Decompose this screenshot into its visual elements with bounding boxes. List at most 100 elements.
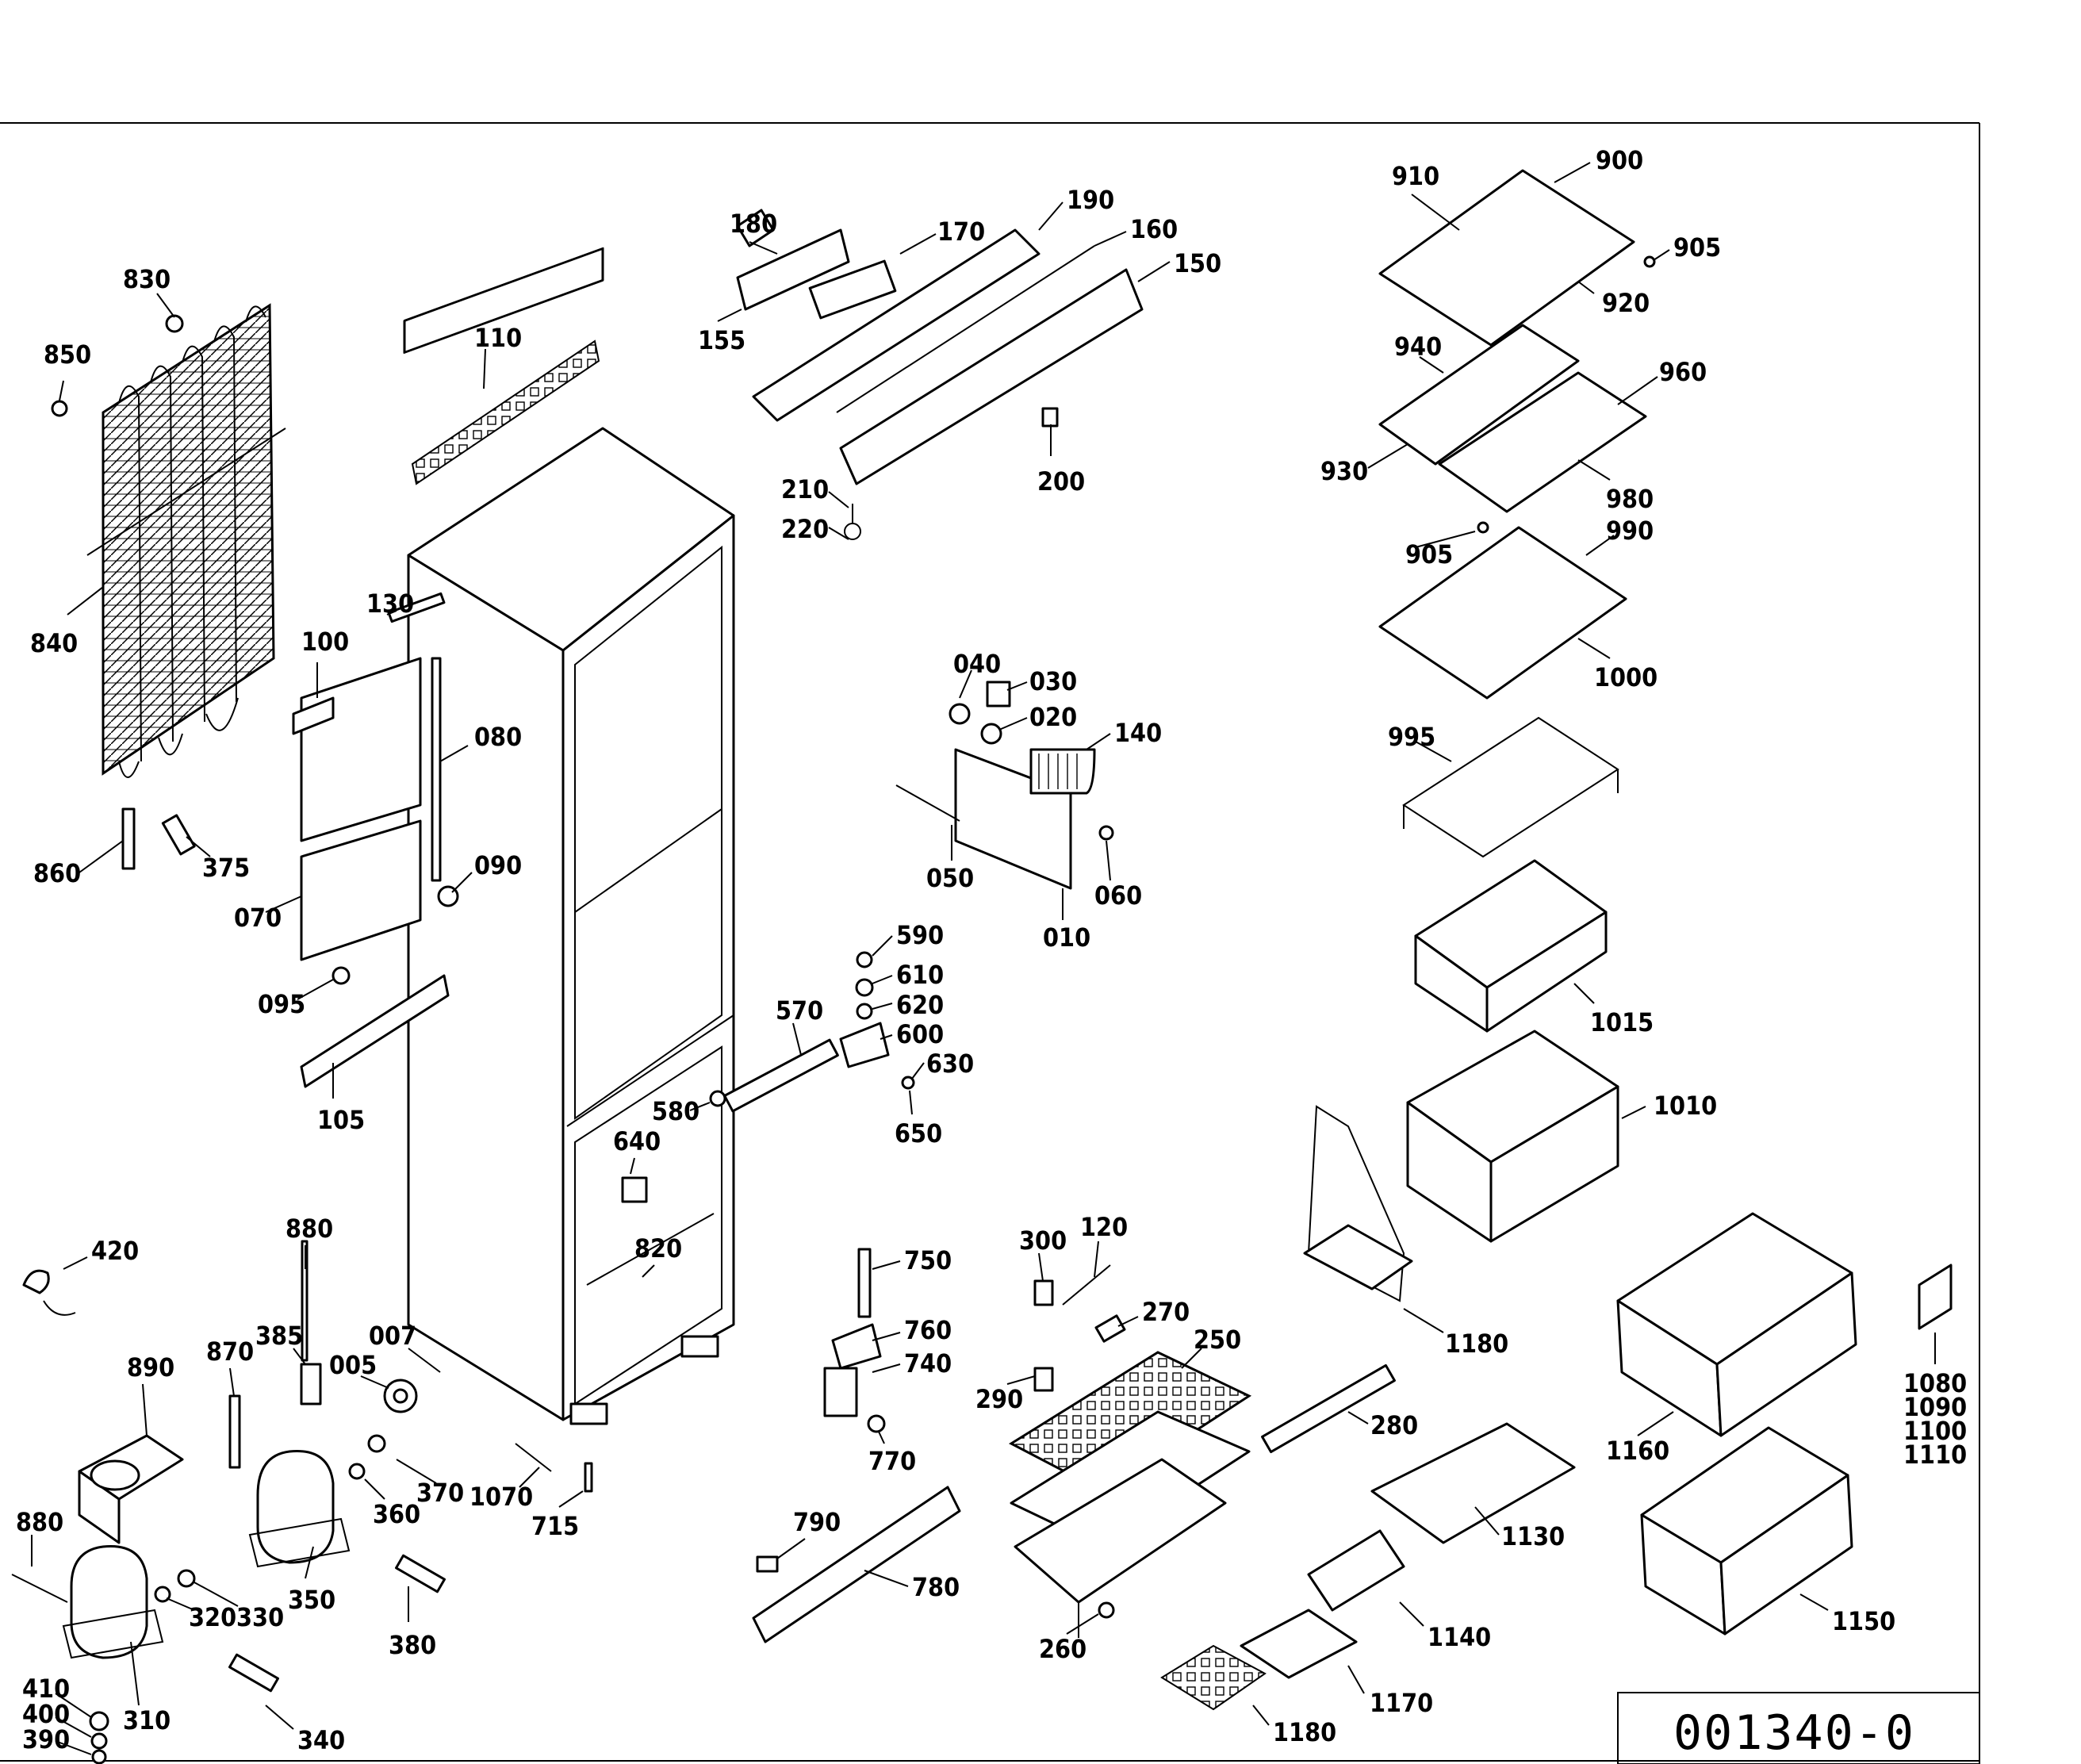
part-label: 270 <box>1142 1297 1190 1327</box>
part-label: 990 <box>1606 516 1654 546</box>
part-label: 010 <box>1043 922 1090 953</box>
leader-lines <box>31 162 1936 1755</box>
door-racks <box>1160 1105 1576 1711</box>
part-label: 770 <box>868 1446 916 1476</box>
part-label: 760 <box>904 1315 952 1345</box>
part-label: 005 <box>329 1350 377 1380</box>
evaporator-tray <box>1008 1264 1396 1638</box>
part-label: 960 <box>1659 357 1707 387</box>
part-label: 220 <box>781 514 829 544</box>
part-label: 320 <box>189 1602 236 1632</box>
part-label: 1100 <box>1903 1416 1967 1446</box>
part-label: 1140 <box>1428 1622 1491 1652</box>
part-label: 820 <box>634 1233 682 1264</box>
part-label: 140 <box>1114 718 1162 748</box>
part-label: 650 <box>895 1118 942 1149</box>
control-panel <box>736 209 1144 540</box>
part-label: 040 <box>953 649 1001 679</box>
part-label: 995 <box>1388 722 1435 752</box>
back-panels <box>292 592 459 1088</box>
part-label: 590 <box>896 920 944 950</box>
part-label: 130 <box>366 589 414 619</box>
part-label: 370 <box>416 1478 464 1508</box>
part-label: 890 <box>127 1352 174 1382</box>
part-label: 190 <box>1067 185 1114 215</box>
part-label: 160 <box>1130 214 1178 244</box>
part-label: 860 <box>33 858 81 888</box>
drawing-frame <box>0 122 1980 1764</box>
part-label: 750 <box>904 1245 952 1275</box>
part-label: 080 <box>474 722 522 752</box>
part-label: 880 <box>286 1214 333 1244</box>
part-label: 1130 <box>1501 1521 1565 1551</box>
part-label: 850 <box>44 339 91 370</box>
part-label: 620 <box>896 990 944 1020</box>
crisper-drawers <box>1406 859 1953 1636</box>
part-label: 780 <box>912 1572 960 1602</box>
part-label: 1070 <box>469 1482 533 1512</box>
part-label: 1150 <box>1832 1606 1895 1636</box>
part-label: 050 <box>926 863 974 893</box>
part-label: 060 <box>1094 880 1142 911</box>
part-label: 580 <box>652 1096 699 1126</box>
compressor-parts <box>11 1240 593 1764</box>
part-label: 1000 <box>1594 662 1658 692</box>
part-label: 1110 <box>1903 1440 1967 1470</box>
hinge-parts <box>621 951 915 1433</box>
part-label: 830 <box>123 264 171 294</box>
part-label: 1180 <box>1273 1717 1336 1747</box>
part-label: 640 <box>613 1126 661 1156</box>
part-label: 100 <box>301 627 349 657</box>
part-label: 310 <box>123 1705 171 1735</box>
glass-shelves <box>1378 169 1656 858</box>
part-label: 340 <box>297 1725 345 1755</box>
part-label: 940 <box>1394 332 1442 362</box>
part-label: 260 <box>1039 1634 1086 1664</box>
part-label: 110 <box>474 323 522 353</box>
part-label: 030 <box>1029 666 1077 696</box>
part-label: 400 <box>22 1699 70 1729</box>
part-label: 880 <box>16 1507 63 1537</box>
part-label: 715 <box>531 1511 579 1541</box>
part-label: 1015 <box>1590 1007 1654 1037</box>
part-label: 120 <box>1080 1212 1128 1242</box>
part-label: 1160 <box>1606 1436 1669 1466</box>
part-label: 250 <box>1194 1325 1241 1355</box>
part-label: 390 <box>22 1724 70 1754</box>
part-label: 905 <box>1405 539 1453 569</box>
part-label: 740 <box>904 1348 952 1379</box>
part-label: 300 <box>1019 1225 1067 1256</box>
part-label: 290 <box>975 1384 1023 1414</box>
condenser-part <box>51 303 286 870</box>
part-label: 1090 <box>1903 1392 1967 1422</box>
part-label: 420 <box>91 1236 139 1266</box>
part-label: 905 <box>1673 232 1721 263</box>
part-label: 210 <box>781 474 829 504</box>
part-label: 1170 <box>1370 1688 1433 1718</box>
part-label: 385 <box>255 1321 303 1351</box>
part-label: 180 <box>730 209 777 239</box>
part-label: 150 <box>1174 248 1221 278</box>
part-label: 570 <box>776 995 823 1026</box>
part-label: 600 <box>896 1019 944 1049</box>
part-labels: 830 850 840 860 375 110 130 100 080 070 … <box>16 145 1967 1755</box>
part-label: 930 <box>1320 456 1368 486</box>
part-label: 870 <box>206 1336 254 1367</box>
part-label: 375 <box>202 853 250 883</box>
part-label: 610 <box>896 960 944 990</box>
part-label: 900 <box>1596 145 1643 175</box>
part-label: 1080 <box>1903 1368 1967 1398</box>
part-label: 350 <box>288 1585 335 1615</box>
part-label: 790 <box>793 1507 841 1537</box>
part-label: 280 <box>1370 1410 1418 1440</box>
part-label: 410 <box>22 1674 70 1704</box>
thermostat-assembly <box>895 681 1114 890</box>
part-label: 200 <box>1037 466 1085 497</box>
part-label: 170 <box>937 217 985 247</box>
part-label: 007 <box>369 1321 416 1351</box>
part-label: 910 <box>1392 161 1439 191</box>
part-label: 090 <box>474 850 522 880</box>
part-label: 095 <box>258 989 305 1019</box>
part-label: 330 <box>236 1602 284 1632</box>
